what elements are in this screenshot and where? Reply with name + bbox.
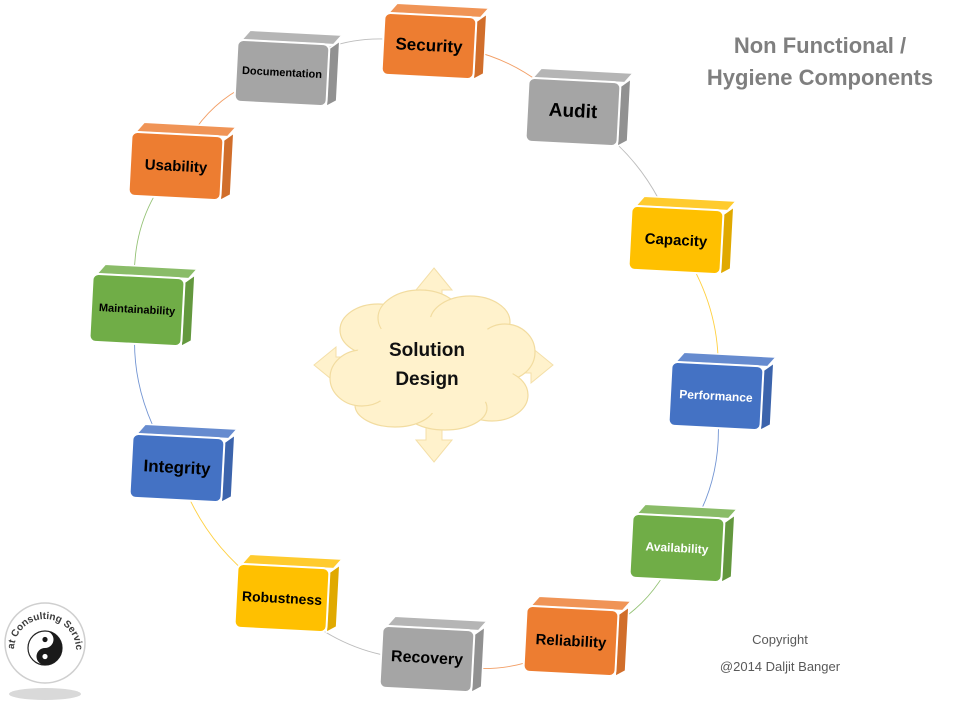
component-label-security: Security	[395, 34, 464, 57]
component-label-maintainability: Maintainability	[98, 302, 176, 318]
component-label-capacity: Capacity	[644, 229, 708, 251]
component-label-reliability: Reliability	[535, 630, 607, 652]
component-label-robustness: Robustness	[241, 587, 323, 609]
component-box-documentation	[233, 29, 344, 108]
component-label-audit: Audit	[548, 99, 598, 124]
title-line-1: Non Functional /	[733, 33, 907, 58]
component-label-usability: Usability	[144, 155, 208, 177]
page-title: Non Functional / Hygiene Components	[690, 30, 950, 94]
component-box-integrity	[128, 423, 239, 504]
component-box-performance	[667, 351, 778, 432]
copyright-notice: Copyright @2014 Daljit Banger	[690, 626, 870, 680]
component-box-usability	[127, 121, 238, 202]
component-box-reliability	[522, 595, 633, 678]
center-label: Solution Design	[352, 336, 502, 394]
component-box-security	[380, 2, 491, 81]
component-label-performance: Performance	[678, 387, 754, 405]
component-label-documentation: Documentation	[241, 64, 323, 82]
component-box-robustness	[233, 553, 344, 634]
component-box-maintainability	[88, 263, 199, 348]
component-label-recovery: Recovery	[390, 648, 464, 669]
component-label-availability: Availability	[645, 539, 709, 557]
component-box-audit	[524, 67, 635, 148]
center-cloud	[329, 289, 536, 431]
logo-arc-text: Seat Consulting Services	[0, 0, 84, 651]
component-box-capacity	[627, 195, 738, 276]
logo-shadow	[9, 688, 81, 700]
title-line-2: Hygiene Components	[706, 65, 934, 90]
component-boxes	[88, 2, 778, 694]
yin-yang-icon	[27, 630, 63, 666]
logo: Seat Consulting Services	[0, 0, 86, 700]
component-box-recovery	[378, 615, 489, 694]
center-line-1: Solution	[389, 340, 465, 361]
copyright-line-2: @2014 Daljit Banger	[719, 659, 841, 674]
component-label-integrity: Integrity	[143, 456, 212, 479]
copyright-line-1: Copyright	[752, 632, 808, 647]
component-box-availability	[628, 503, 739, 584]
center-line-2: Design	[395, 369, 459, 390]
